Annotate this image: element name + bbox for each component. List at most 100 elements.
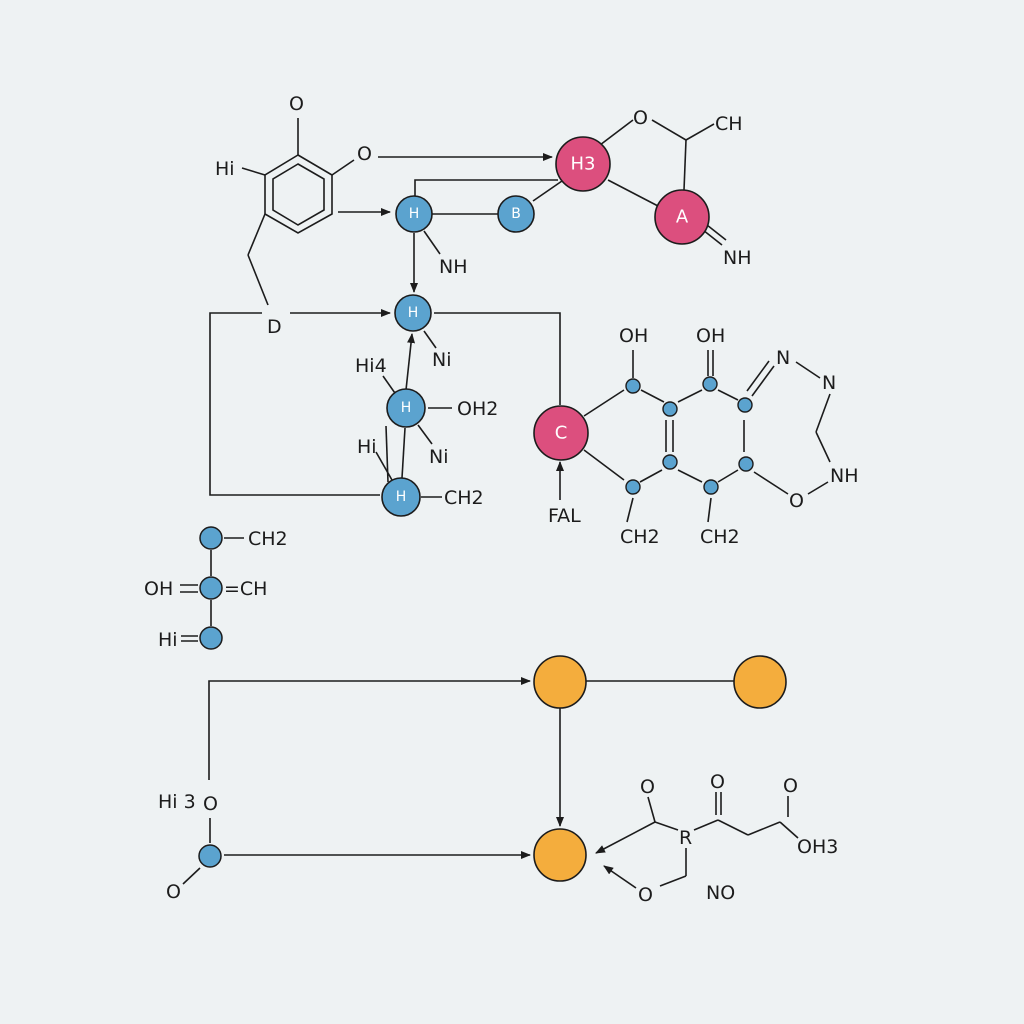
ring-atom-7 [662,454,678,470]
label-ni-lower: Ni [429,446,449,468]
label-nh-ring: NH [830,465,859,487]
bond-o-to-ch [651,119,687,141]
benzene-ring [264,154,333,234]
node-c-label: C [555,423,568,444]
label-oh-right: OH [696,325,725,347]
bond-r-left-to-r [654,821,679,831]
label-ch2-mid: CH2 [444,487,484,509]
node-h-center [386,388,426,428]
orange-node-1 [533,655,587,709]
bond-ch-branch [685,123,715,141]
node-h-mid [394,294,432,332]
chain-atom-2 [199,576,223,600]
label-o-bottom: O [166,881,181,903]
node-h3-label: H3 [571,154,596,175]
node-b [497,195,535,233]
label-o-carbonyl: O [783,775,798,797]
loop-right-to-c [434,312,561,405]
orange-node-3 [533,828,587,882]
bond-nh-chain [815,431,831,463]
bond-b-to-h3 [532,180,563,202]
bond-hi-to-h-lower [375,451,393,481]
bond-ch-to-ch2 [717,819,749,836]
node-h-lower-label: H [396,489,407,505]
bond-o3-to-o4 [717,389,739,401]
label-o-ring2: O [789,490,804,512]
bond-a-to-nh [702,229,723,246]
bond-nh-to-o [807,481,829,495]
bond-c-to-o1 [583,389,625,417]
bond-h-to-ni-lower [417,424,433,445]
node-h-upper-label: H [409,206,420,222]
nodes: H B H H H H3 A C [198,136,787,882]
label-hi-chain: Hi [158,629,178,651]
label-ch-chain: =CH [224,578,267,600]
label-oh2: OH2 [457,398,498,420]
label-h4: Hi4 [355,355,387,377]
arrow-h-center-up [405,333,416,391]
node-b-label: B [511,206,521,222]
label-oh-chain: OH [144,578,173,600]
bond-o4-to-n-2 [746,360,770,392]
arrow-r-to-orange [595,821,656,854]
node-a-label: A [676,207,689,228]
bond-o7-to-o5 [639,469,663,483]
label-d: D [267,316,282,338]
ring-atom-1 [625,378,641,394]
bond-h3-to-a [607,179,659,207]
bond-o2-to-o3 [677,389,703,403]
label-ni-upper: Ni [432,349,452,371]
label-o-r-right: O [710,771,725,793]
label-ch2-chain: CH2 [248,528,288,550]
chain-atom-3 [199,626,223,650]
label-oh-left: OH [619,325,648,347]
bond-hi4-down [385,425,389,483]
label-fal: FAL [548,505,581,527]
label-hi-mid: Hi [357,436,377,458]
bond-a-to-nh-2 [706,224,727,241]
ring-atom-6 [738,456,754,472]
ring-atom-2 [662,401,678,417]
ring-atom-8 [703,479,719,495]
bond-h-to-h3-path [414,179,558,196]
bond-c-to-o5 [583,449,625,481]
chain-atom-1 [199,526,223,550]
bond-c-to-oh3 [779,821,799,839]
bond-h3-to-o [599,119,634,146]
label-hi-top: Hi [215,158,235,180]
bond-to-d-label [247,254,269,306]
bond-o8-to-ch2 [707,497,712,523]
bond-o1-to-o2 [640,389,665,403]
orange-node-2 [733,655,787,709]
label-o-hi3: O [203,793,218,815]
node-a [654,189,710,245]
bond-h-to-nh [423,230,441,255]
label-r: R [679,827,692,849]
benzene-inner-ring [272,163,325,226]
loop-left [209,312,380,496]
bond-ch2-to-c [747,821,781,836]
label-ch2-ring-left: CH2 [620,526,660,548]
node-c [533,405,589,461]
label-nh-a: NH [723,247,752,269]
node-h3 [555,136,611,192]
bond-o4-to-n [751,365,775,397]
bottom-loop-top [208,677,531,780]
bond-ring-to-o-right [331,159,355,176]
bond-n-to-n [795,361,821,379]
bond-r-to-ch [693,819,719,831]
label-o-top: O [289,93,304,115]
bond-o5-to-ch2 [626,497,634,523]
label-no: NO [706,882,735,904]
bond-n-to-nh [815,393,831,433]
label-nh-upper: NH [439,256,468,278]
bond-o-to-o6 [753,471,789,495]
label-o-r-top: O [640,776,655,798]
bond-ring-to-hi [241,167,266,176]
label-n-1: N [776,347,790,369]
bond-ring-to-d [247,213,266,256]
label-o-pentagon: O [633,107,648,129]
bond-r-down-to-o [659,875,687,887]
label-n-2: N [822,372,836,394]
